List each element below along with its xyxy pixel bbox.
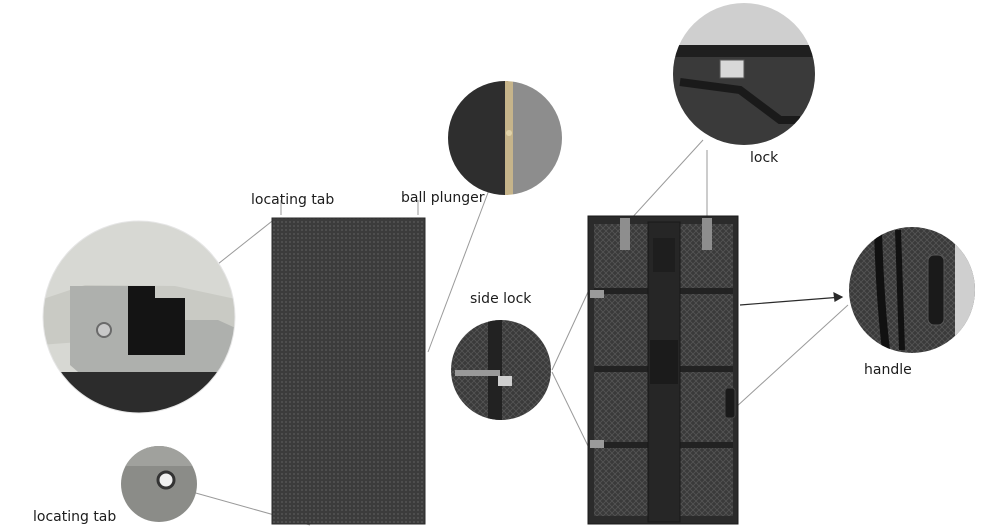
zoom-locating-hole: [121, 446, 197, 522]
label-side-lock: side lock: [470, 291, 532, 307]
label-locating-tab-top: locating tab: [251, 192, 335, 208]
zoom-lock: [673, 3, 815, 145]
label-handle: handle: [864, 362, 912, 378]
label-locating-tab-bottom: locating tab: [33, 509, 117, 525]
zoom-side-lock: [451, 320, 551, 420]
label-lock: lock: [750, 150, 779, 166]
led-panel-front: [271, 217, 426, 525]
zoom-locating-tab: [42, 220, 236, 414]
leader-arrows: [739, 291, 844, 306]
zoom-handle: [849, 227, 975, 353]
label-ball-plunger: ball plunger: [401, 190, 485, 206]
zoom-ball-plunger: [448, 81, 562, 195]
cabinet-back: [587, 215, 739, 525]
